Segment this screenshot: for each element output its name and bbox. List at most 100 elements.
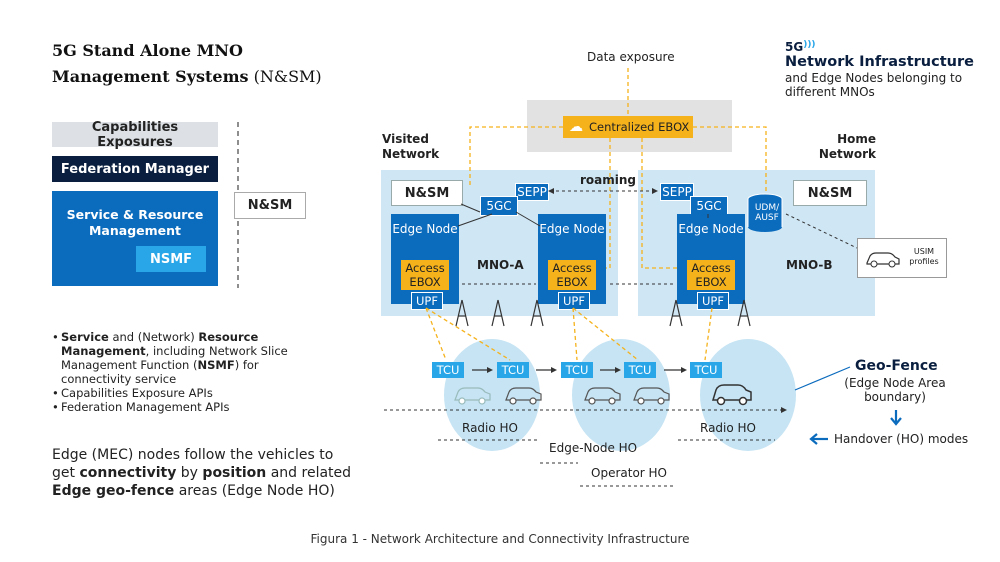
federation-manager-box: Federation Manager (52, 156, 218, 182)
edge-node-1-label: Edge Node (392, 222, 458, 236)
bullet-item-text-part: , including Network Slice Management Fun… (61, 344, 288, 372)
edge-node-2: Edge Node Access EBOX (538, 214, 606, 304)
tcu-2: TCU (497, 362, 529, 378)
tcu-arrowhead-4 (681, 367, 687, 373)
car-icon (866, 252, 900, 268)
usim-profiles-label: USIM profiles (909, 247, 939, 266)
cell-bubble-2 (572, 339, 670, 451)
cell-bubble-1 (444, 339, 540, 451)
nsm-visited-box: N&SM (391, 180, 463, 206)
sepp-b-box: SEPP (660, 183, 694, 201)
car-icon-3 (584, 387, 621, 405)
upf-3: UPF (697, 292, 729, 310)
edge-node-3-label: Edge Node (678, 222, 744, 236)
roaming-label: roaming (580, 173, 637, 187)
mno-b-label: MNO-B (786, 258, 833, 272)
title-line-1: 5G Stand Alone MNO (52, 41, 243, 60)
handover-left-arrowhead (809, 433, 818, 445)
radio-ho-label-2: Radio HO (700, 421, 757, 435)
geo-fence-down-arrowhead (890, 417, 902, 426)
tcu-3: TCU (561, 362, 593, 378)
handover-modes-label: Handover (HO) modes (834, 432, 969, 446)
5g-badge: 5G))) (785, 40, 974, 54)
network-infrastructure-header: 5G))) Network Infrastructure and Edge No… (785, 40, 974, 99)
car-icon-4 (633, 387, 670, 405)
upf-1: UPF (411, 292, 443, 310)
upf-link-3 (704, 307, 713, 361)
cloud-icon: ☁ (569, 119, 583, 135)
bullet-item-text-part: Capabilities Exposure APIs (61, 386, 213, 400)
5gc-upf-link-a2 (515, 211, 541, 227)
edge-text-part: by (176, 465, 203, 481)
signal-icon: ))) (803, 40, 816, 50)
cell-tower-icon-5 (737, 299, 751, 327)
5g-badge-text: 5G (785, 40, 804, 54)
operator-ho-label: Operator HO (591, 466, 667, 480)
tcu-arrowhead-3 (615, 367, 621, 373)
edge-node-2-label: Edge Node (539, 222, 605, 236)
cell-bubble-3 (700, 339, 796, 451)
edge-node-ho-label: Edge-Node HO (549, 441, 638, 455)
central-to-home-link (693, 126, 767, 194)
edge-text-part: Edge geo-fence (52, 483, 175, 499)
central-to-access-ebox-3 (641, 138, 677, 269)
bullet-item-text-part: and (Network) (108, 330, 199, 344)
upf-link-1a (425, 307, 447, 361)
tcu-1: TCU (432, 362, 464, 378)
title-line-2: Management Systems (52, 67, 249, 86)
bullet-item: Federation Management APIs (52, 400, 292, 414)
visited-network-label: Visited Network (382, 132, 440, 161)
access-ebox-2: Access EBOX (548, 260, 596, 290)
edge-text-part: connectivity (79, 465, 177, 481)
geo-fence-title: Geo-Fence (855, 358, 938, 374)
tcu-arrowhead-1 (487, 367, 493, 373)
page-title: 5G Stand Alone MNO Management Systems (N… (52, 38, 322, 90)
figure-caption: Figura 1 - Network Architecture and Conn… (310, 532, 690, 546)
cell-tower-icon-4 (669, 299, 683, 327)
cell-tower-icon-3 (530, 299, 544, 327)
access-ebox-1: Access EBOX (401, 260, 449, 290)
radio-ho-label-1: Radio HO (462, 421, 519, 435)
centralized-ebox-label: Centralized EBOX (589, 120, 690, 134)
bullet-item-text-part: Resource Management (61, 330, 259, 358)
bullet-item-text-part: Service (61, 330, 109, 344)
edge-text-part: and related (266, 465, 352, 481)
edge-node-3: Edge Node Access EBOX (677, 214, 745, 304)
central-to-access-ebox-2 (606, 138, 611, 269)
nsm-left-box: N&SM (234, 192, 306, 219)
edge-nodes-description: Edge (MEC) nodes follow the vehicles to … (52, 446, 352, 500)
car-icon-5 (711, 384, 752, 406)
data-exposure-label: Data exposure (587, 50, 675, 64)
service-resource-management-box: Service & Resource Management NSMF (52, 191, 218, 286)
upf-2: UPF (558, 292, 590, 310)
feature-bullet-list: Service and (Network) Resource Managemen… (52, 330, 292, 414)
geo-fence-subtitle: (Edge Node Area boundary) (844, 376, 946, 404)
roaming-arrowhead-right (652, 188, 658, 194)
5gc-nsm-link-a (460, 203, 481, 213)
5gc-a-box: 5GC (480, 196, 518, 216)
cell-tower-icon-2 (491, 299, 505, 327)
upf-link-2b (572, 307, 639, 361)
centralized-ebox-box: ☁ Centralized EBOX (563, 116, 693, 138)
bullet-item-text-part: NSMF (197, 358, 235, 372)
nsmf-box: NSMF (136, 246, 206, 272)
bullet-item: Capabilities Exposure APIs (52, 386, 292, 400)
5gc-b-box: 5GC (690, 196, 728, 216)
mno-a-label: MNO-A (477, 258, 524, 272)
edge-node-1: Edge Node Access EBOX (391, 214, 459, 304)
usim-profiles-box: USIM profiles (857, 238, 947, 278)
tcu-5: TCU (690, 362, 722, 378)
tcu-arrowhead-2 (551, 367, 557, 373)
access-ebox-3: Access EBOX (687, 260, 735, 290)
upf-link-2a (572, 307, 578, 361)
bullet-item-text-part: Federation Management APIs (61, 400, 230, 414)
roaming-arrowhead-left (548, 188, 554, 194)
edge-text-part: areas (Edge Node HO) (174, 483, 335, 499)
5gc-upf-link-a (457, 213, 493, 227)
baseline-arrowhead (781, 407, 787, 413)
car-icon-2 (505, 387, 542, 405)
upf-link-1b (425, 307, 511, 361)
edge-text-part: position (202, 465, 267, 481)
edge-text-part: Edge (MEC) nodes follow the vehicles to … (52, 447, 334, 481)
car-icon-1 (454, 387, 491, 405)
